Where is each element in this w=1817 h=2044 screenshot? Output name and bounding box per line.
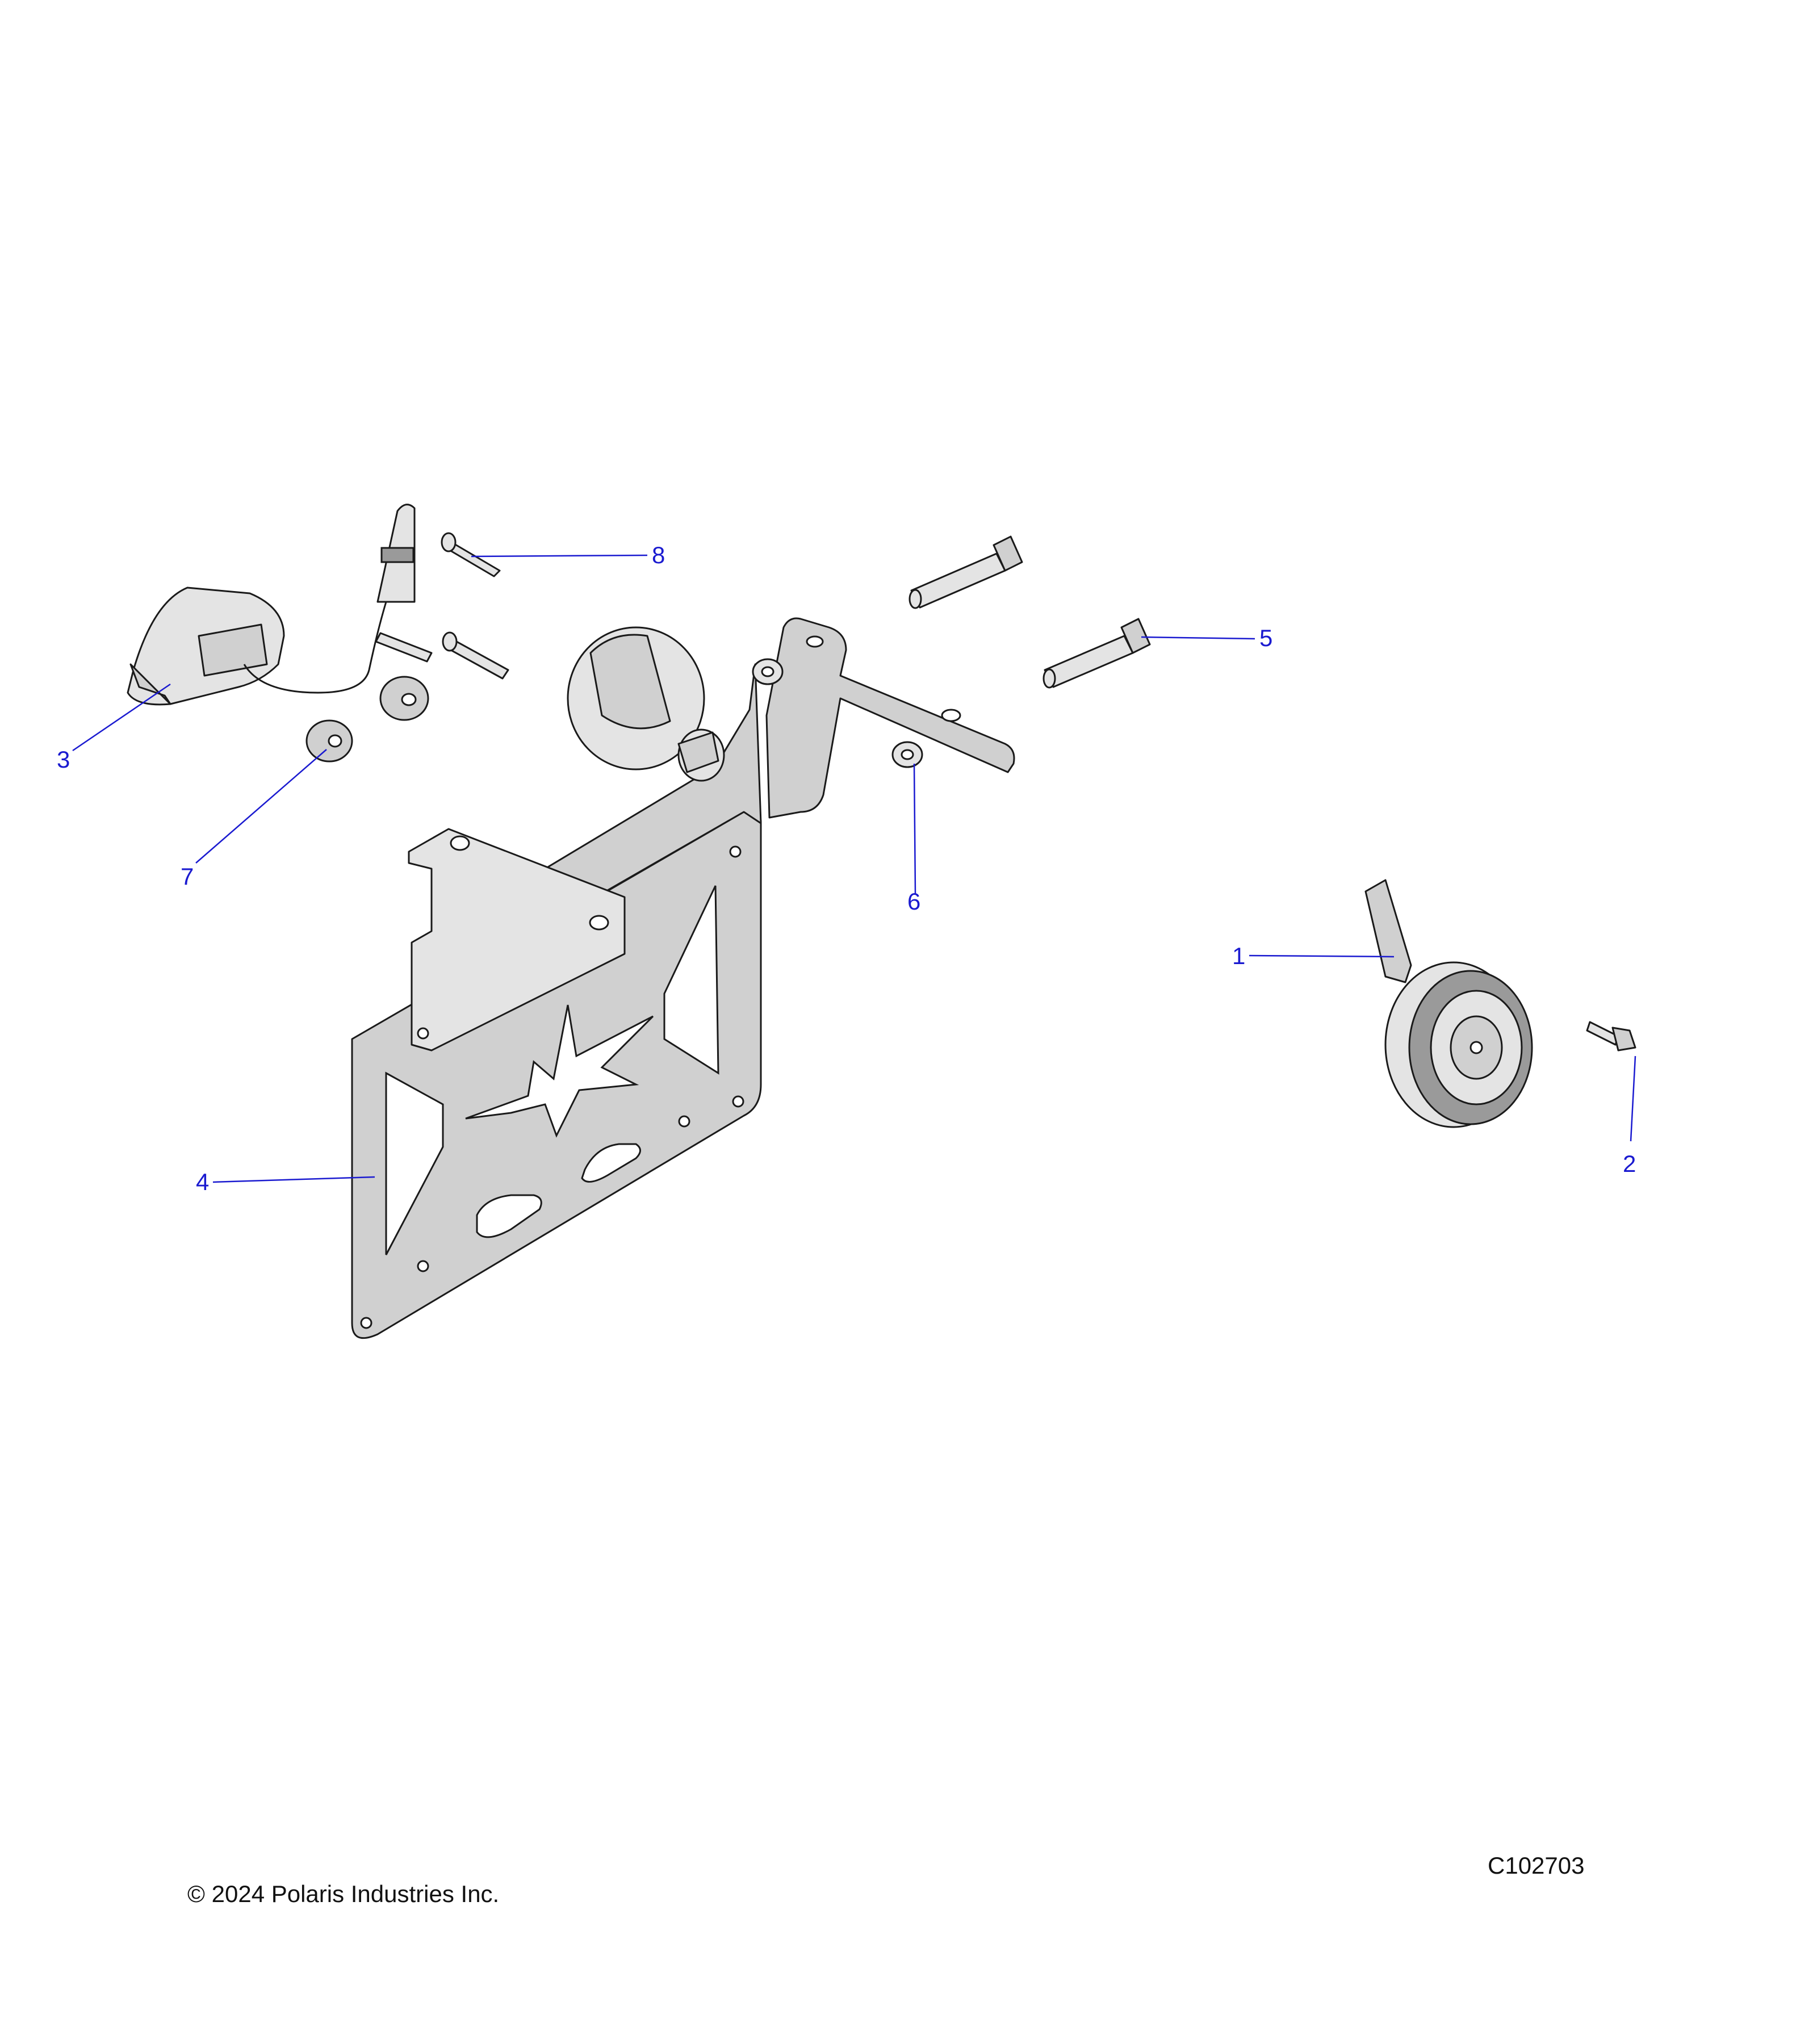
pin: [375, 532, 509, 680]
horn-screw: [1586, 1021, 1636, 1052]
bolt: [909, 535, 1151, 689]
callout-6: 6: [907, 888, 920, 915]
figure-code: C102703: [1488, 1852, 1585, 1879]
callout-2: 2: [1623, 1150, 1636, 1177]
callout-labels: 1 2 3 4 5 6 7 8: [57, 542, 1636, 1195]
tail-light-assembly: [127, 504, 416, 706]
leader-lines: [72, 554, 1636, 1183]
copyright: © 2024 Polaris Industries Inc.: [187, 1880, 500, 1907]
mounting-bracket: [765, 617, 1015, 819]
lamp-housing: [567, 626, 725, 782]
callout-7: 7: [181, 863, 194, 890]
horn: [1364, 879, 1533, 1128]
callout-5: 5: [1259, 625, 1272, 651]
spacer: [305, 676, 429, 763]
callout-3: 3: [57, 746, 70, 773]
callout-1: 1: [1232, 943, 1245, 969]
license-plate-bracket: [351, 663, 762, 1339]
flange-nut: [752, 658, 923, 768]
callout-4: 4: [196, 1168, 209, 1195]
callout-8: 8: [652, 542, 665, 568]
